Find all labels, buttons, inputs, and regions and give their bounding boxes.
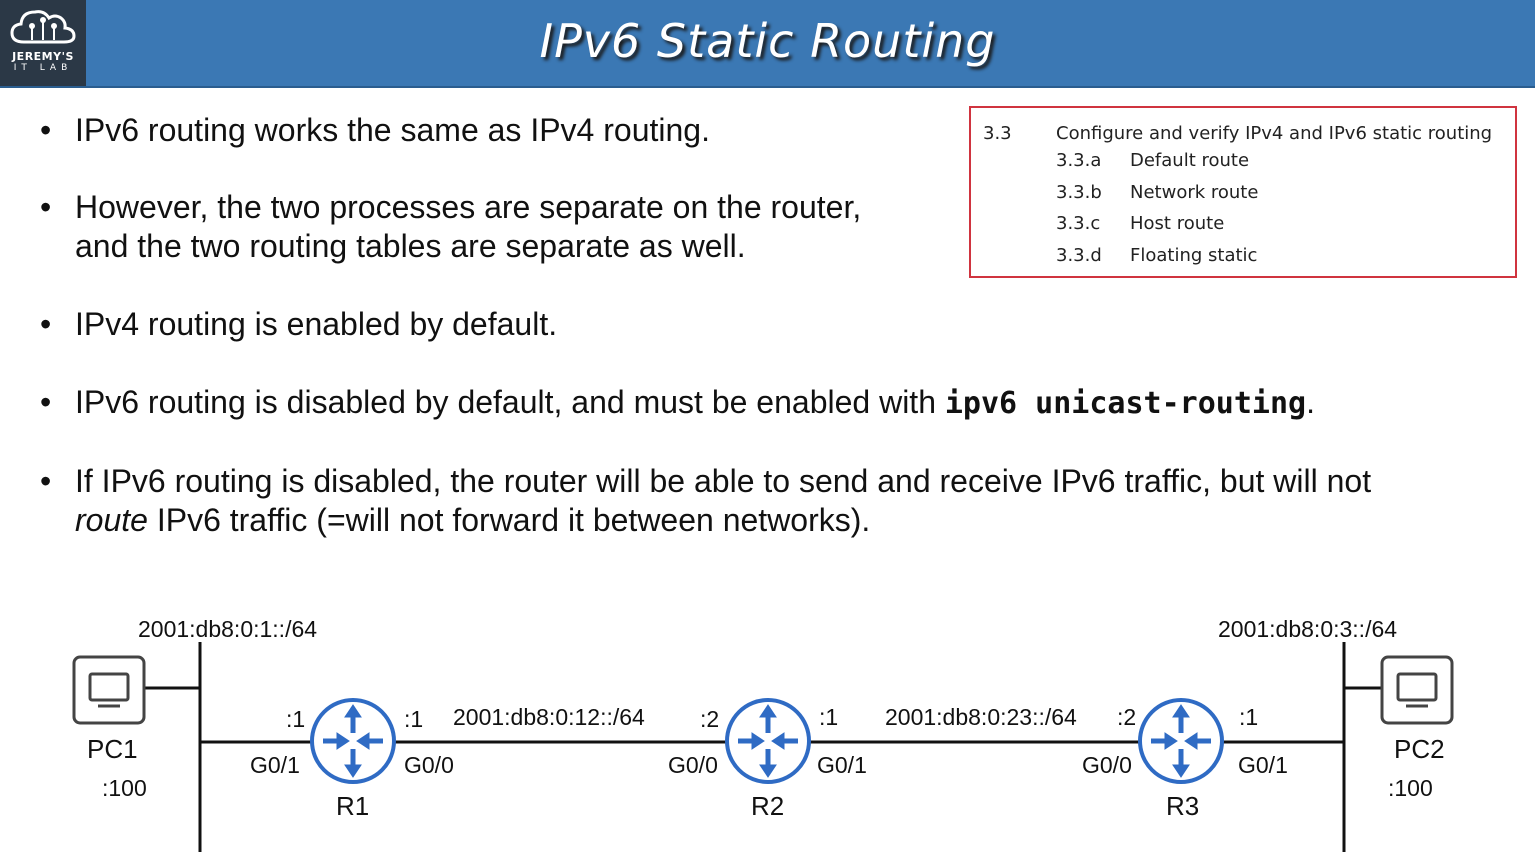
network-left-label: 2001:db8:0:1::/64 <box>138 616 317 642</box>
exam-item-text: Host route <box>1130 213 1225 234</box>
route-emphasis: route <box>75 502 148 538</box>
pc1-label: PC1 <box>87 734 138 764</box>
exam-item-number: 3.3.d <box>1056 245 1102 266</box>
exam-item-text: Floating static <box>1130 245 1258 266</box>
bullet-1-text: IPv6 routing works the same as IPv4 rout… <box>75 112 710 148</box>
bullet-3-text: IPv4 routing is enabled by default. <box>75 306 558 342</box>
r3-label: R3 <box>1166 791 1199 821</box>
r1-right-interface: G0/0 <box>404 752 454 778</box>
r1-label: R1 <box>336 791 369 821</box>
bullet-5-line2: route IPv6 traffic (=will not forward it… <box>75 501 870 540</box>
ipv6-unicast-routing-command: ipv6 unicast-routing <box>944 386 1307 421</box>
r1-left-interface: G0/1 <box>250 752 300 778</box>
bullet-2-line2: and the two routing tables are separate … <box>75 228 746 264</box>
exam-topics-box: 3.3 Configure and verify IPv4 and IPv6 s… <box>969 106 1517 278</box>
r2-right-address: :1 <box>819 704 838 730</box>
cloud-circuit-icon <box>10 10 76 44</box>
logo-text-line2: IT LAB <box>13 63 73 73</box>
router-r2-icon[interactable] <box>725 698 811 784</box>
pc2-address: :100 <box>1388 775 1433 801</box>
exam-main-number: 3.3 <box>983 123 1012 144</box>
exam-item-number: 3.3.a <box>1056 150 1102 171</box>
bullet-2-line1: However, the two processes are separate … <box>75 189 862 225</box>
exam-item-text: Network route <box>1130 182 1259 203</box>
r2-right-interface: G0/1 <box>817 752 867 778</box>
pc2-icon[interactable] <box>1380 655 1454 725</box>
r3-left-address: :2 <box>1117 704 1136 730</box>
r3-left-interface: G0/0 <box>1082 752 1132 778</box>
r2-label: R2 <box>751 791 784 821</box>
jeremys-it-lab-logo: JEREMY'S IT LAB <box>0 0 86 86</box>
r3-right-interface: G0/1 <box>1238 752 1288 778</box>
logo-text-line1: JEREMY'S <box>12 50 74 63</box>
r1-left-address: :1 <box>286 706 305 732</box>
bullet-4-part1: IPv6 routing is disabled by default, and… <box>75 384 945 420</box>
network-r1-r2-label: 2001:db8:0:12::/64 <box>453 704 645 730</box>
bullet-4-text: IPv6 routing is disabled by default, and… <box>75 383 1315 423</box>
exam-item-text: Default route <box>1130 150 1250 171</box>
exam-item-number: 3.3.b <box>1056 182 1102 203</box>
exam-main-text: Configure and verify IPv4 and IPv6 stati… <box>1056 123 1493 144</box>
network-right-label: 2001:db8:0:3::/64 <box>1218 616 1397 642</box>
network-topology-diagram: 2001:db8:0:1::/64 2001:db8:0:3::/64 2001… <box>72 616 1454 852</box>
r2-left-address: :2 <box>700 706 719 732</box>
r2-left-interface: G0/0 <box>668 752 718 778</box>
slide-title: IPv6 Static Routing <box>539 14 996 68</box>
r3-right-address: :1 <box>1239 704 1258 730</box>
header-bar: JEREMY'S IT LAB IPv6 Static Routing <box>0 0 1535 88</box>
router-r3-icon[interactable] <box>1138 698 1224 784</box>
bullet-4-period: . <box>1306 384 1315 420</box>
pc1-icon[interactable] <box>72 655 146 725</box>
exam-item-number: 3.3.c <box>1056 213 1101 234</box>
pc2-label: PC2 <box>1394 734 1445 764</box>
pc1-address: :100 <box>102 775 147 801</box>
network-r2-r3-label: 2001:db8:0:23::/64 <box>885 704 1077 730</box>
bullet-5-line2-rest: IPv6 traffic (=will not forward it betwe… <box>147 502 871 538</box>
router-r1-icon[interactable] <box>310 698 396 784</box>
bullet-5-line1: If IPv6 routing is disabled, the router … <box>75 463 1372 499</box>
r1-right-address: :1 <box>404 706 423 732</box>
